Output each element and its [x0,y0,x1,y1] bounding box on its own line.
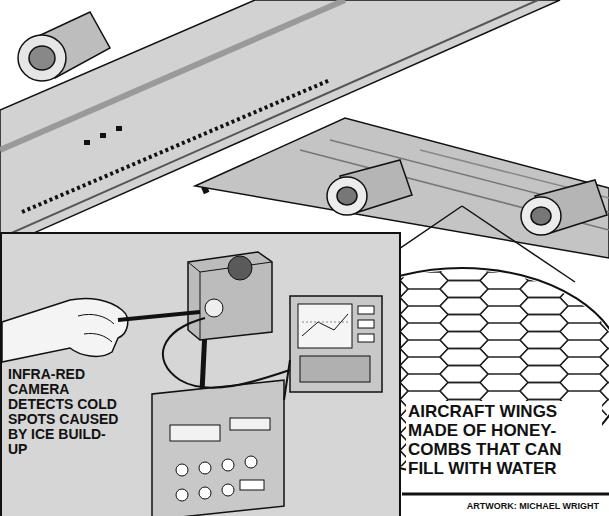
callout-label: AIRCRAFT WINGS MADE OF HONEY-COMBS THAT … [406,401,602,479]
camera-inset [1,233,400,516]
credit-rule [402,493,609,496]
wing-engine [327,160,607,235]
callout-label: INFRA-RED CAMERA DETECTS COLD SPOTS CAUS… [6,366,122,458]
artwork-credit: ARTWORK: MICHAEL WRIGHT [420,500,601,513]
